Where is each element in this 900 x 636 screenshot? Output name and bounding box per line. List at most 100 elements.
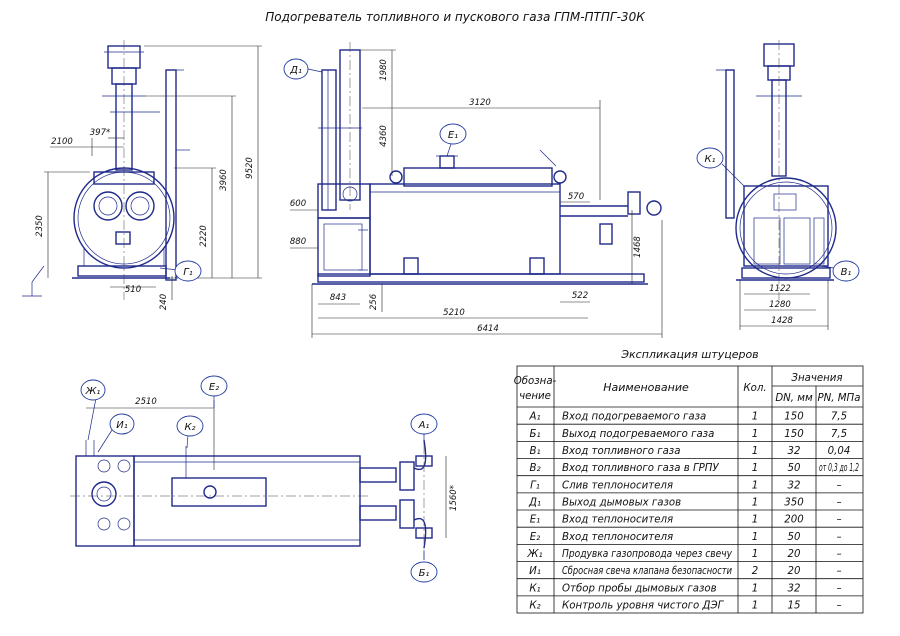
dim-240: 240: [159, 294, 169, 310]
dim-570: 570: [568, 192, 584, 202]
dim-6414: 6414: [477, 324, 499, 334]
table-cell-dn: 32: [788, 446, 801, 457]
table-cell-qty: 1: [752, 412, 758, 423]
svg-text:Е₂: Е₂: [209, 382, 219, 393]
dim-256: 256: [369, 293, 379, 310]
dim-1980: 1980: [379, 59, 389, 81]
plan-view: [70, 426, 433, 560]
table-cell-desig: Е₂: [530, 532, 541, 543]
callout-a1: А₁: [410, 413, 438, 444]
table-cell-desig: Ж₁: [526, 549, 542, 560]
dim-2350: 2350: [35, 215, 45, 237]
table-cell-qty: 1: [752, 446, 758, 457]
table-header-dn: DN, мм: [775, 393, 813, 404]
table-cell-qty: 1: [752, 532, 758, 543]
table-cell-dn: 32: [788, 480, 801, 491]
drawing-title: Подогреватель топливного и пускового газ…: [265, 10, 645, 24]
svg-text:Б₁: Б₁: [419, 568, 430, 579]
table-cell-pn: –: [836, 480, 841, 491]
end-view-dimensions: 1122 1280 1428: [739, 280, 829, 330]
table-cell-desig: К₂: [529, 601, 540, 612]
front-view: [22, 40, 190, 300]
dim-1122: 1122: [769, 284, 791, 294]
table-cell-pn: от 0,3 до 1,2: [819, 463, 859, 474]
side-view-dimensions: 1980 4360 3120 600 880 843 256 5210 6414…: [290, 49, 663, 338]
dim-1560: 1560*: [449, 485, 459, 511]
callout-v1: В₁: [819, 260, 860, 282]
table-cell-dn: 150: [784, 429, 803, 440]
table-cell-name: Слив теплоносителя: [562, 480, 673, 491]
dim-2100: 2100: [51, 137, 73, 147]
table-cell-dn: 50: [788, 532, 801, 543]
front-view-dimensions: 2100 397* 2350 510 240 2220 3960 9520: [35, 45, 262, 310]
callout-d1: Д₁: [283, 58, 323, 80]
table-header-name: Наименование: [603, 381, 689, 394]
table-cell-dn: 200: [784, 515, 803, 526]
table-cell-pn: –: [836, 566, 841, 577]
side-view: [312, 42, 662, 285]
table-cell-desig: А₁: [528, 412, 540, 423]
dim-1428: 1428: [771, 316, 793, 326]
table-cell-name: Вход теплоносителя: [562, 532, 673, 543]
table-cell-name: Отбор пробы дымовых газов: [562, 582, 717, 594]
table-cell-desig: В₁: [529, 446, 540, 457]
table-cell-name: Выход подогреваемого газа: [562, 429, 714, 440]
table-cell-name: Выход дымовых газов: [562, 498, 681, 509]
table-cell-pn: 0,04: [828, 446, 851, 457]
table-cell-dn: 20: [788, 549, 801, 560]
dim-5210: 5210: [443, 308, 465, 318]
svg-text:К₁: К₁: [704, 154, 715, 165]
table-cell-name: Контроль уровня чистого ДЭГ: [562, 601, 725, 612]
table-cell-qty: 1: [752, 601, 758, 612]
svg-text:Ж₁: Ж₁: [85, 386, 101, 397]
table-cell-qty: 1: [752, 463, 758, 474]
dim-1280: 1280: [769, 300, 791, 310]
table-cell-desig: К₁: [529, 583, 540, 594]
table-cell-desig: Г₁: [530, 480, 540, 491]
table-cell-name: Вход топливного газа: [562, 446, 680, 457]
table-cell-pn: –: [836, 532, 841, 543]
callout-e1: Е₁: [439, 123, 467, 157]
table-header-values: Значения: [791, 373, 842, 384]
table-cell-name: Продувка газопровода через свечу: [562, 549, 733, 560]
table-caption: Экспликация штуцеров: [620, 348, 758, 361]
nozzle-table: Обозна- чение Наименование Кол. Значения…: [514, 365, 864, 614]
table-cell-dn: 32: [788, 583, 801, 594]
table-cell-qty: 2: [752, 566, 758, 577]
table-cell-pn: 7,5: [831, 412, 847, 423]
dim-880: 880: [290, 237, 306, 247]
table-header-qty: Кол.: [743, 383, 766, 394]
table-header-pn: PN, МПа: [818, 393, 861, 404]
table-row: В₁ Вход топливного газа 1 32 0,04: [529, 446, 850, 457]
dim-1468: 1468: [633, 236, 643, 258]
table-cell-qty: 1: [752, 429, 758, 440]
dim-843: 843: [330, 293, 346, 303]
table-row: Е₂ Вход теплоносителя 1 50 –: [530, 532, 842, 543]
table-cell-pn: –: [836, 549, 841, 560]
table-cell-desig: В₂: [529, 463, 540, 474]
svg-text:Д₁: Д₁: [289, 65, 302, 76]
svg-text:А₁: А₁: [418, 420, 430, 431]
svg-text:Е₁: Е₁: [448, 130, 458, 141]
table-cell-pn: –: [836, 515, 841, 526]
dim-4360: 4360: [379, 125, 389, 147]
dim-3120: 3120: [469, 98, 491, 108]
dim-2220: 2220: [199, 225, 209, 247]
table-cell-desig: Е₁: [530, 515, 541, 526]
table-cell-dn: 350: [784, 498, 803, 509]
table-cell-dn: 15: [788, 601, 801, 612]
plan-view-dimensions: 2510 1560*: [86, 397, 459, 538]
table-cell-name: Сбросная свеча клапана безопасности: [562, 565, 732, 577]
callout-k1: К₁: [696, 147, 745, 187]
table-cell-pn: 7,5: [831, 429, 847, 440]
dim-3960: 3960: [219, 169, 229, 191]
callout-g1: Г₁: [159, 260, 202, 282]
callout-b1: Б₁: [410, 550, 438, 583]
